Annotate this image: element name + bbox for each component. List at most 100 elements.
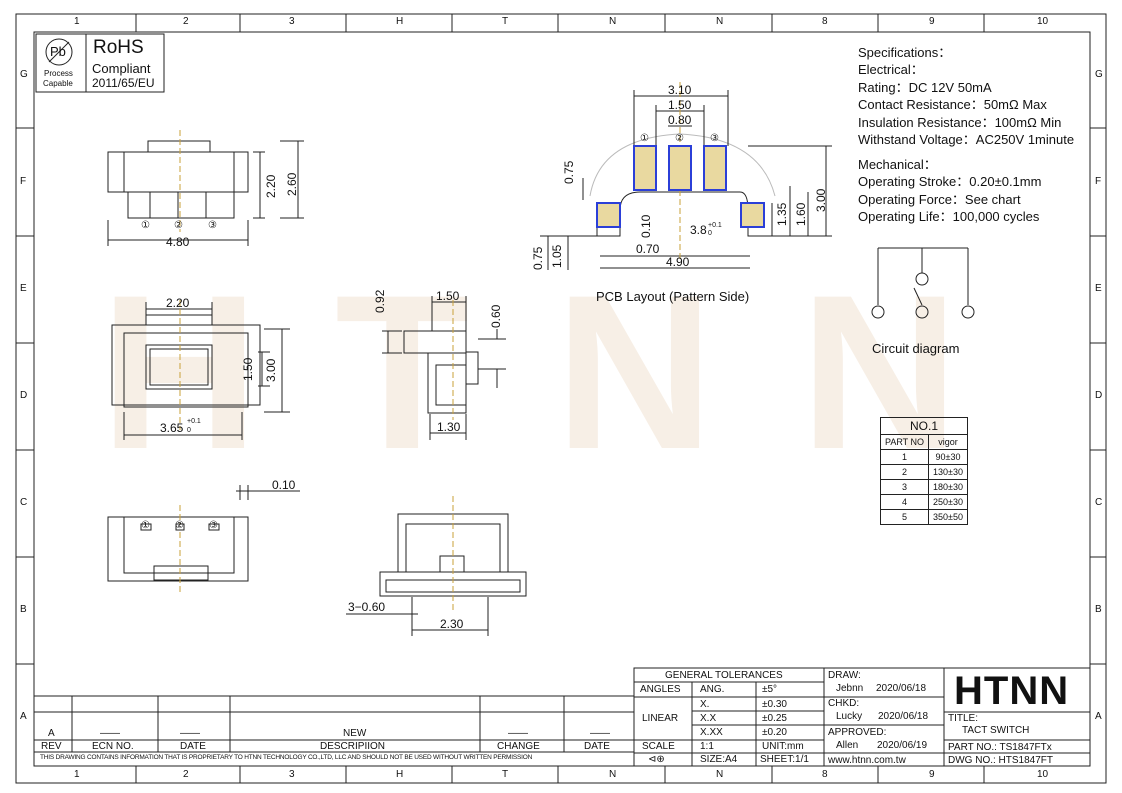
table-cell: 2 [879, 464, 930, 480]
row-label: C [1095, 497, 1103, 508]
approved-date: 2020/06/19 [877, 740, 928, 751]
col-label: 1 [74, 769, 80, 780]
table-cell: 3 [879, 479, 930, 495]
row-label: C [20, 497, 28, 508]
dim-label: 0.10 [272, 478, 296, 492]
dwg-number: DWG NO.: HTS1847FT [948, 755, 1054, 766]
dim-tolerance: +0.1 [187, 418, 201, 425]
x1-label: X. [700, 699, 710, 710]
pin-label: ① [640, 133, 649, 144]
dim-label: 1.50 [241, 357, 255, 381]
col-label: 8 [822, 769, 828, 780]
dim-tolerance: +0.1 [708, 222, 722, 229]
dim-label: 0.75 [562, 160, 576, 184]
dim-label: 2.20 [264, 174, 278, 198]
spec-line: Electrical： [858, 62, 924, 77]
rohs-process: Process [44, 69, 73, 78]
pin-label: ① [141, 220, 150, 231]
x3-label: X.XX [700, 727, 723, 738]
rev-date: —— [180, 728, 200, 739]
col-label: N [716, 16, 724, 27]
pin-label: ① [141, 520, 150, 531]
rohs-capable: Capable [43, 79, 73, 88]
dim-label: 2.60 [285, 172, 299, 196]
linear-label: LINEAR [642, 713, 679, 724]
draw-date: 2020/06/18 [876, 683, 927, 694]
projection-icon: ⊲⊕ [648, 754, 665, 765]
rohs-title: RoHS [93, 37, 144, 58]
chkd-date: 2020/06/18 [878, 711, 929, 722]
x1-value: ±0.30 [762, 699, 787, 710]
rev-header: DESCRIPIION [320, 741, 386, 752]
dim-label: 1.05 [550, 244, 564, 268]
dim-label: 3.00 [264, 358, 278, 382]
col-label: 9 [929, 16, 935, 27]
row-label: B [1095, 604, 1102, 615]
dim-tolerance: 0 [708, 230, 712, 237]
spec-line: Withstand Voltage：AC250V 1minute [858, 132, 1075, 147]
dim-label: 3.8 [690, 223, 707, 237]
angles-label: ANGLES [640, 684, 681, 695]
title-value: TACT SWITCH [962, 725, 1030, 736]
draw-name: Jebnn [836, 683, 864, 694]
col-label: N [609, 16, 617, 27]
row-label: F [1095, 176, 1102, 187]
rev-ecn: —— [100, 728, 120, 739]
col-label: 8 [822, 16, 828, 27]
table-cell: 250±30 [928, 494, 968, 510]
table-cell: 180±30 [928, 479, 968, 495]
col-label: T [502, 16, 509, 27]
table-cell: 350±50 [928, 509, 968, 525]
dim-label: 3.00 [814, 188, 828, 212]
pin-label: ② [175, 520, 184, 531]
dim-label: 1.35 [775, 202, 789, 226]
col-label: 3 [289, 769, 295, 780]
row-label: G [1095, 69, 1103, 80]
circuit-caption: Circuit diagram [872, 341, 960, 356]
col-label: H [396, 769, 404, 780]
pcb-caption: PCB Layout (Pattern Side) [596, 289, 750, 304]
scale-label: SCALE [642, 741, 675, 752]
dim-label: 2.20 [166, 296, 190, 310]
dim-tolerance: 0 [187, 427, 191, 434]
chkd-label: CHKD: [828, 698, 860, 709]
dim-label: 1.50 [668, 98, 692, 112]
row-label: B [20, 604, 27, 615]
pin-label: ② [675, 133, 684, 144]
col-label: 9 [929, 769, 935, 780]
col-label: 1 [74, 16, 80, 27]
col-label: H [396, 16, 404, 27]
scale-value: 1:1 [700, 741, 714, 752]
dim-label: 0.70 [636, 242, 660, 256]
table-header: PART NO [879, 434, 930, 450]
col-label: N [609, 769, 617, 780]
pin-label: ③ [710, 133, 719, 144]
dim-label: 0.80 [668, 113, 692, 127]
dim-label: 0.92 [373, 289, 387, 313]
spec-line: Operating Life：100,000 cycles [858, 209, 1040, 224]
dim-label: 1.60 [794, 202, 808, 226]
rev-header: ECN NO. [92, 741, 134, 752]
table-cell: 5 [879, 509, 930, 525]
watermark-h: H [100, 249, 259, 495]
dim-label: 3.10 [668, 83, 692, 97]
dim-label: 1.50 [436, 289, 460, 303]
company-logo: HTNN [954, 669, 1070, 713]
dim-label: 4.90 [666, 255, 690, 269]
col-label: T [502, 769, 509, 780]
watermark-t: T [335, 249, 470, 495]
spec-line: Contact Resistance：50mΩ Max [858, 97, 1047, 112]
table-cell: 1 [879, 449, 930, 465]
table-cell: 90±30 [928, 449, 968, 465]
dim-label: 0.60 [489, 304, 503, 328]
row-label: A [1095, 711, 1102, 722]
rev-change: —— [508, 728, 528, 739]
sheet-value: SHEET:1/1 [760, 754, 809, 765]
pb-symbol-icon: Pb [50, 44, 66, 59]
